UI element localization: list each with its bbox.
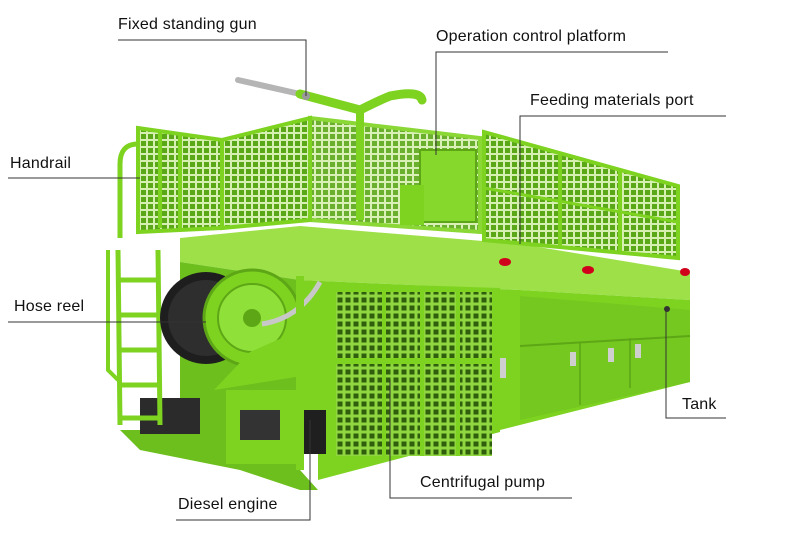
engine-frame: [120, 390, 326, 490]
standing-gun: [235, 77, 427, 220]
label-hose-reel: Hose reel: [14, 298, 85, 315]
label-operation-control-platform: Operation control platform: [436, 28, 627, 45]
ladder: [106, 249, 163, 426]
label-feeding-materials-port: Feeding materials port: [530, 92, 694, 109]
label-fixed-standing-gun: Fixed standing gun: [118, 16, 257, 33]
hose-reel: [160, 268, 323, 470]
control-platform-box: [400, 149, 477, 225]
label-handrail: Handrail: [10, 155, 72, 172]
leader-lines: [8, 39, 726, 521]
pump-enclosure: [318, 282, 500, 480]
label-tank: Tank: [682, 396, 717, 413]
label-centrifugal-pump: Centrifugal pump: [420, 474, 546, 491]
label-diesel-engine: Diesel engine: [178, 496, 278, 513]
